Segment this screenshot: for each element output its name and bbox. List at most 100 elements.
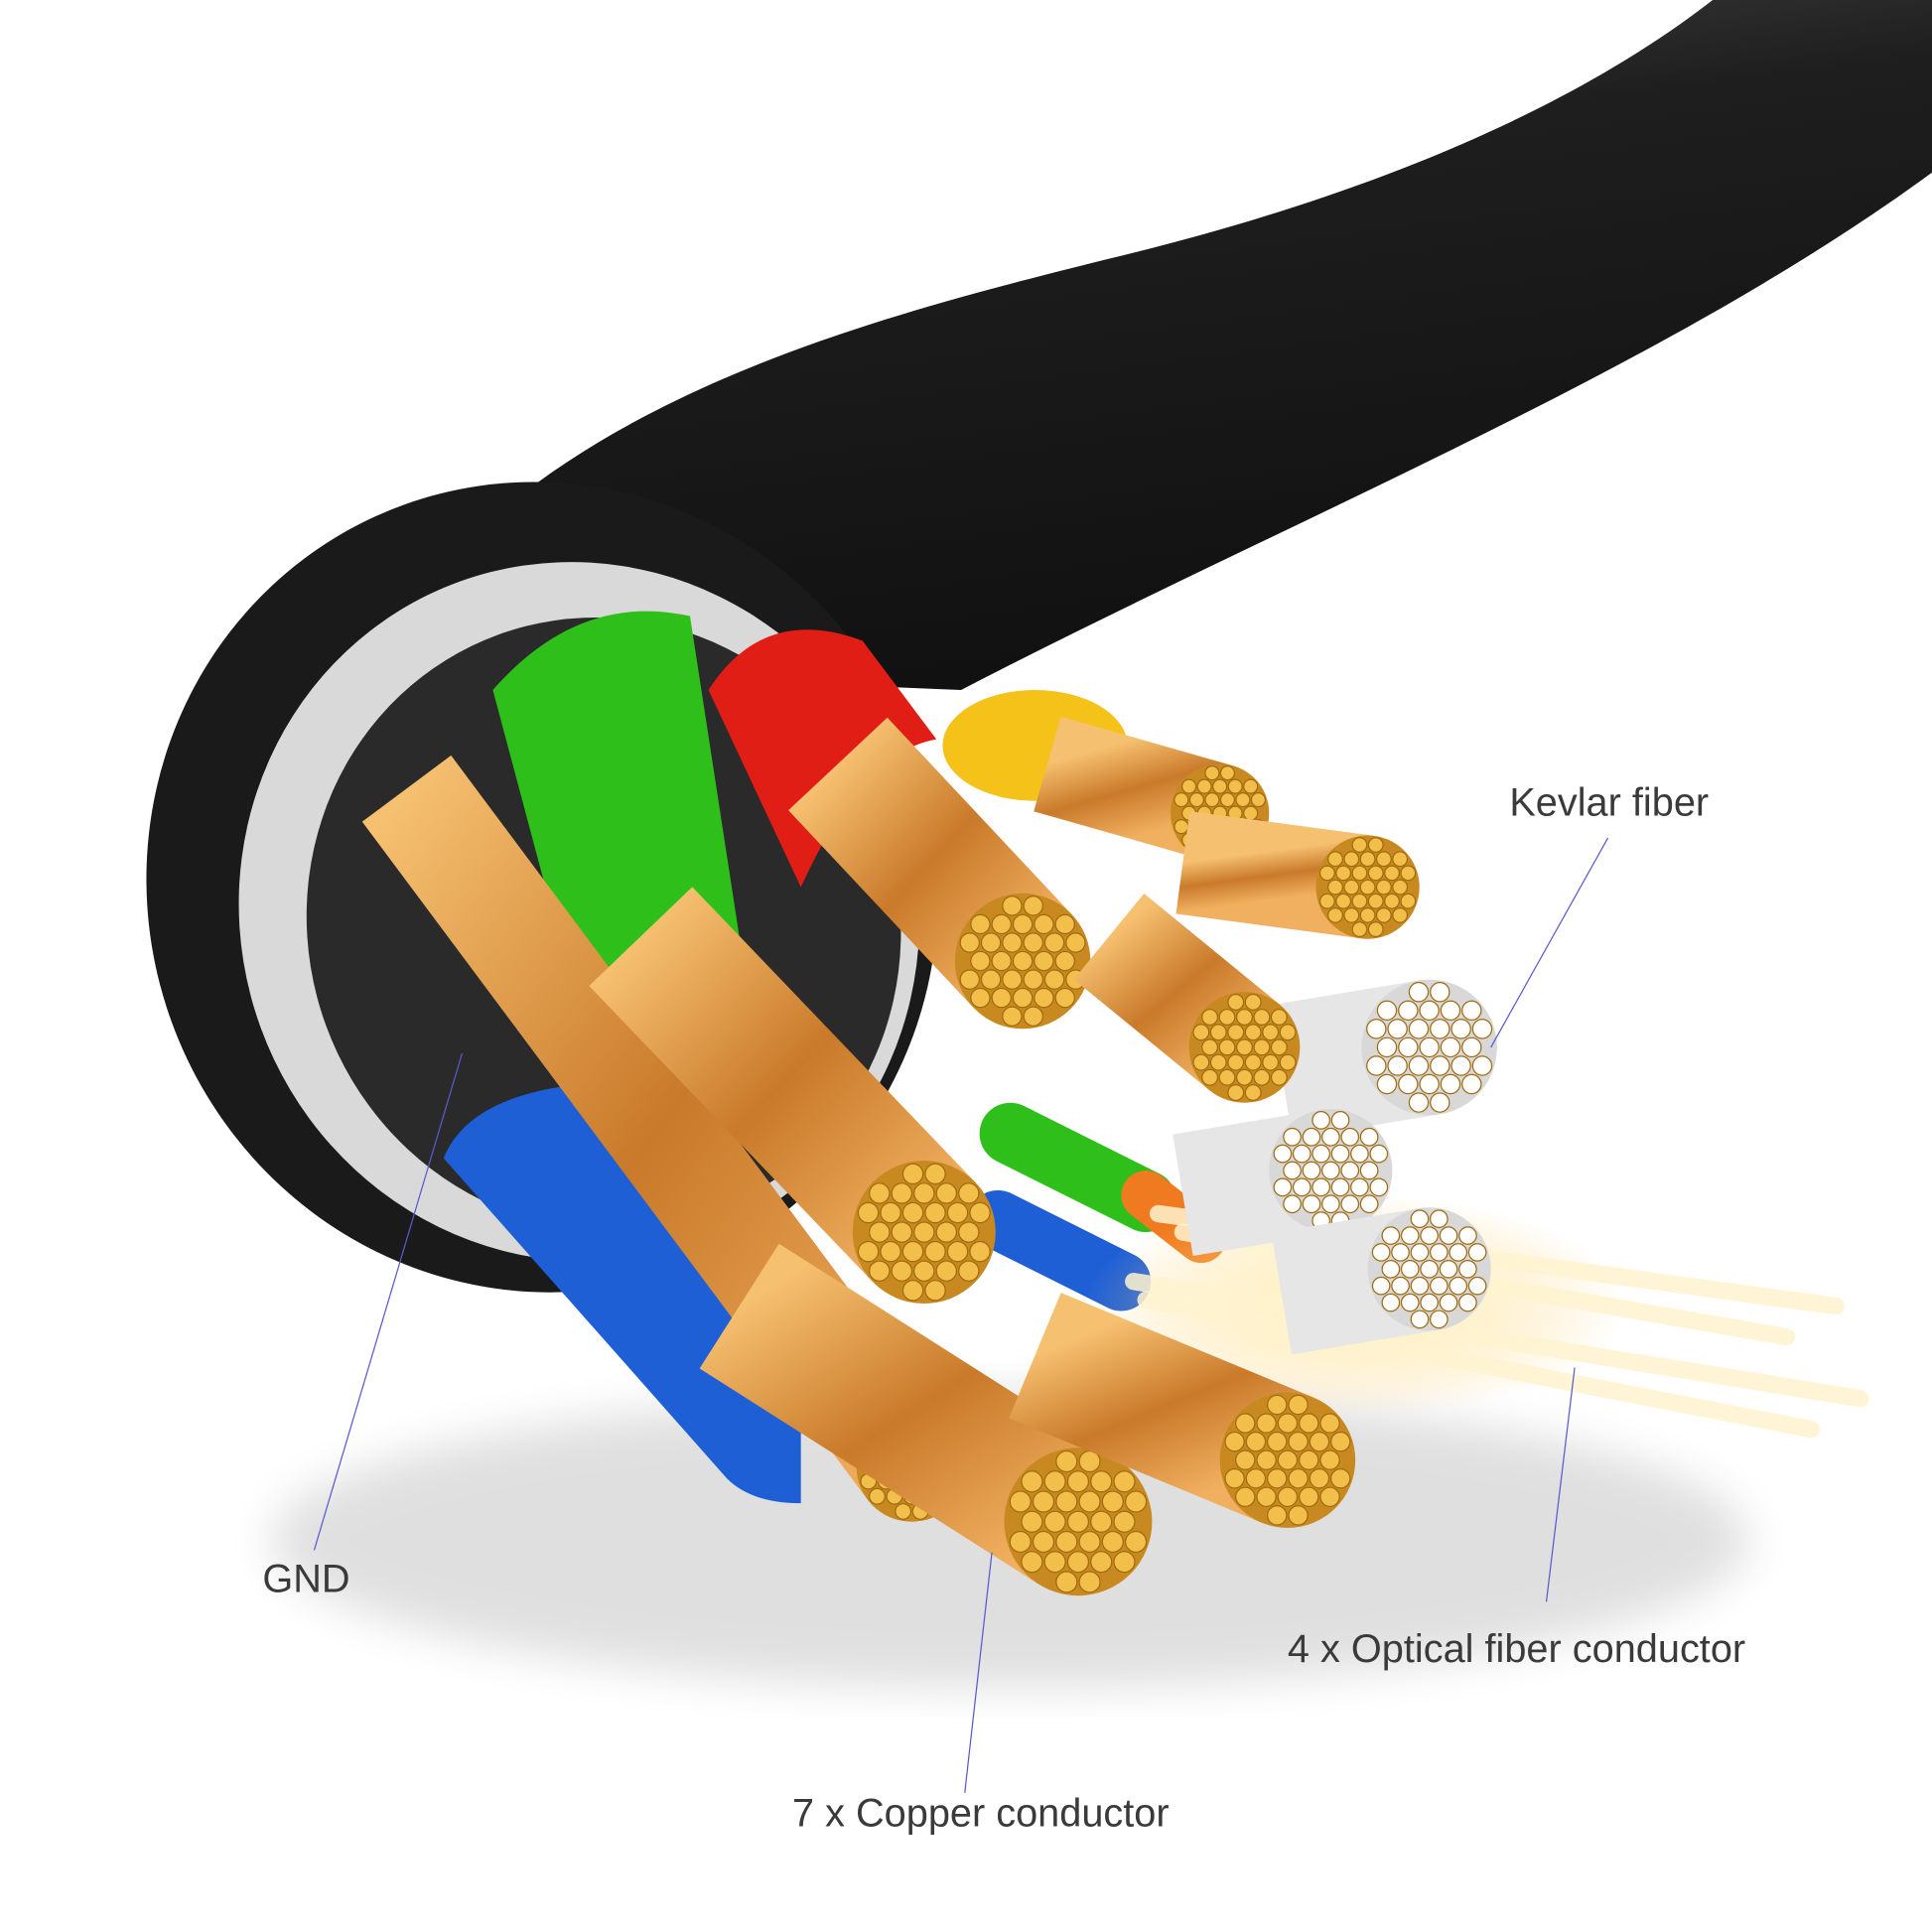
- red-sheath: [708, 629, 937, 888]
- kevlar-fiber-strand: [1376, 1073, 1398, 1095]
- kevlar-fiber-strand: [1359, 1161, 1379, 1180]
- copper-conductor-strand: [1256, 1486, 1277, 1508]
- kevlar-fiber-strand: [1440, 1036, 1461, 1058]
- cable-jacket: [369, 0, 1932, 690]
- kevlar-fiber-strand: [1359, 1127, 1379, 1147]
- copper-conductor-strand: [1192, 1053, 1210, 1071]
- copper-conductor-strand: [1055, 1571, 1078, 1593]
- copper-conductor-strand: [1090, 1510, 1113, 1533]
- copper-conductor-strand: [969, 1240, 991, 1263]
- copper-conductor-strand: [1367, 893, 1384, 909]
- copper-conductor-strand: [991, 987, 1012, 1009]
- kevlar-fiber-label: Kevlar fiber: [1509, 781, 1709, 825]
- copper-conductor-strand: [901, 1201, 924, 1224]
- kevlar-fiber-strand: [1430, 982, 1450, 1003]
- copper-conductor-strand: [1245, 1431, 1267, 1452]
- kevlar-fiber-strand: [1371, 1276, 1391, 1296]
- copper-conductor-strand: [1327, 906, 1343, 923]
- copper-conductor-strand: [1245, 1468, 1267, 1489]
- copper-conductor-strand: [1002, 969, 1023, 990]
- copper-conductor-strand: [1277, 1486, 1299, 1508]
- kevlar-fiber-strand: [1330, 1144, 1350, 1164]
- copper-conductor-strand: [1244, 993, 1262, 1011]
- kevlar-fiber-strand: [1471, 1055, 1493, 1076]
- copper-conductor-strand: [1375, 879, 1392, 896]
- copper-conductor-strand: [1021, 1510, 1043, 1533]
- copper-conductor-strand: [895, 1502, 912, 1520]
- copper-conductor-strand: [901, 1240, 924, 1263]
- copper-conductor-strand: [869, 1182, 891, 1204]
- kevlar-fiber-strand: [1449, 1276, 1468, 1296]
- copper-conductor-strand: [1236, 1038, 1253, 1056]
- copper-conductor-strand: [970, 950, 991, 972]
- copper-conductor-strand: [1218, 1009, 1236, 1027]
- copper-conductor-strand: [1034, 913, 1054, 935]
- copper-conductor-strand: [1253, 1038, 1271, 1056]
- copper-conductor-strand: [1367, 921, 1384, 938]
- copper-conductor-strand: [1055, 1449, 1078, 1473]
- kevlar-fiber-strand: [1400, 1226, 1420, 1245]
- copper-conductor-strand: [1299, 1486, 1319, 1508]
- copper-conductor-strand: [1209, 1024, 1227, 1041]
- copper-conductor-strand: [970, 987, 991, 1009]
- copper-conductor-strand: [1330, 1468, 1351, 1489]
- copper-conductor-strand: [901, 1280, 924, 1302]
- copper-conductor-strand: [1227, 1024, 1245, 1041]
- optical-fiber: [1125, 1273, 1869, 1408]
- kevlar-fiber-strand: [1429, 1243, 1449, 1262]
- copper-conductor-strand: [924, 1280, 946, 1302]
- copper-conductor-strand: [1299, 1413, 1319, 1434]
- copper-conductor-strand: [1021, 1551, 1043, 1574]
- kevlar-fiber-strand: [1420, 1226, 1439, 1245]
- kevlar-fiber-strand: [1366, 1055, 1387, 1076]
- copper-conductor-strand: [1270, 1038, 1288, 1056]
- kevlar-fiber-strand: [1398, 1036, 1419, 1058]
- copper-conductor-strand: [1201, 1009, 1219, 1027]
- copper-conductor-strand: [1021, 1470, 1043, 1493]
- kevlar-bundles: [1173, 979, 1497, 1355]
- copper-conductor-strand: [1173, 792, 1189, 808]
- kevlar-fiber-strand: [1283, 1194, 1302, 1214]
- kevlar-fiber-strand: [1439, 1226, 1458, 1245]
- copper-conductor-strand: [980, 932, 1002, 953]
- copper-conductor-strand: [991, 950, 1012, 972]
- kevlar-fiber-strand: [1471, 1019, 1493, 1039]
- copper-conductor-strand: [1244, 1083, 1262, 1101]
- copper-conductor-strand: [1043, 1470, 1066, 1493]
- copper-conductor-strand: [1101, 1490, 1124, 1513]
- copper-conductor-strand: [1244, 1024, 1262, 1041]
- copper-conductor-strand: [1078, 1530, 1101, 1554]
- kevlar-fiber-strand: [1311, 1111, 1331, 1130]
- copper-conductor-strand: [1262, 1024, 1280, 1041]
- copper-conductor-strand: [1113, 1510, 1136, 1533]
- kevlar-fiber-strand: [1408, 982, 1430, 1003]
- kevlar-fiber-strand: [1461, 1000, 1482, 1022]
- kevlar-fiber-strand: [1420, 1293, 1439, 1312]
- copper-conductor-strand: [1113, 1470, 1136, 1493]
- copper-conductor-strand: [1113, 1551, 1136, 1574]
- kevlar-fiber-strand: [1330, 1111, 1350, 1130]
- kevlar-fiber-strand: [1340, 1161, 1360, 1180]
- copper-conductor-strand: [959, 932, 980, 953]
- copper-conductor-strand: [1270, 1068, 1288, 1086]
- copper-conductor-strand: [935, 1182, 958, 1204]
- kevlar-fiber-strand: [1321, 1161, 1340, 1180]
- copper-conductor-strand: [969, 1201, 991, 1224]
- kevlar-fiber-strand: [1376, 1000, 1398, 1022]
- copper-conductor-strand: [1235, 1449, 1256, 1470]
- kevlar-fiber-strand: [1398, 1000, 1419, 1022]
- kevlar-fiber-strand: [1430, 1092, 1450, 1113]
- kevlar-fiber-strand: [1429, 1276, 1449, 1296]
- gnd-label: GND: [262, 1557, 349, 1600]
- copper-conductor-strand: [1219, 765, 1236, 781]
- copper-conductor-strand: [1235, 1486, 1256, 1508]
- copper-conductor-strand: [1267, 1505, 1288, 1526]
- copper-conductor-strand: [1032, 1490, 1055, 1513]
- copper-conductor-strand: [1319, 1486, 1340, 1508]
- copper-conductor-strand: [1212, 778, 1228, 794]
- kevlar-fiber-strand: [1283, 1161, 1302, 1180]
- copper-conductor-strand: [1359, 851, 1376, 868]
- kevlar-fiber-strand: [1387, 1055, 1408, 1076]
- copper-conductor-strand: [1227, 993, 1245, 1011]
- copper-conductor-strand: [924, 1240, 946, 1263]
